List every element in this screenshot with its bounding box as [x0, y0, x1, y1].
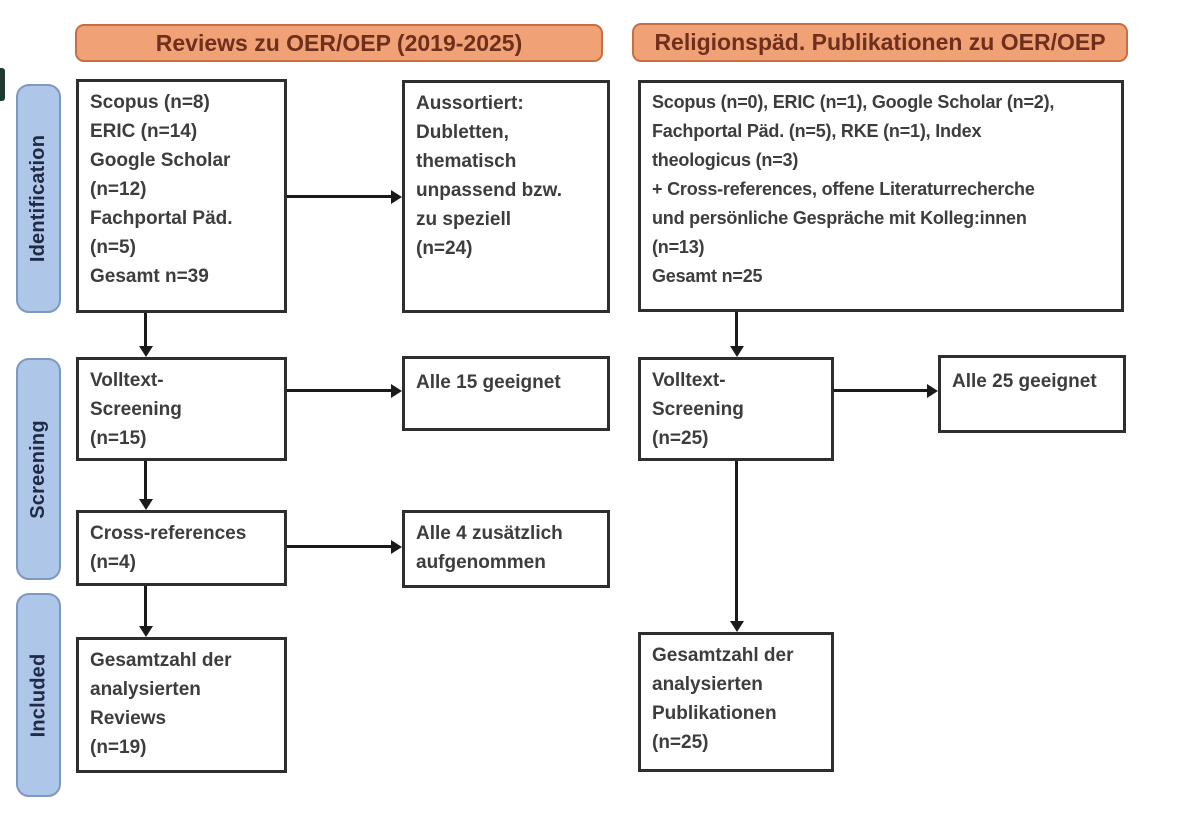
- arrow-right-fulltext-to-included: [735, 461, 738, 621]
- arrow-left-crossref-to-added: [287, 545, 391, 548]
- box-right-sources: Scopus (n=0), ERIC (n=1), Google Scholar…: [638, 80, 1124, 312]
- box-left-added: Alle 4 zusätzlich aufgenommen: [402, 510, 610, 588]
- arrow-left-fulltext-to-eligible: [287, 389, 391, 392]
- stage-label-identification-text: Identification: [27, 134, 49, 263]
- stage-label-included: Included: [16, 593, 61, 797]
- edge-artifact: [0, 68, 5, 101]
- stage-label-screening: Screening: [16, 358, 61, 580]
- box-left-eligible: Alle 15 geeignet: [402, 356, 610, 431]
- arrow-left-sources-to-excluded: [287, 195, 391, 198]
- stage-label-identification: Identification: [16, 84, 61, 313]
- stage-label-included-text: Included: [27, 653, 50, 737]
- stage-label-screening-text: Screening: [27, 419, 49, 519]
- arrow-right-fulltext-to-eligible: [834, 389, 927, 392]
- box-left-fulltext-screening: Volltext- Screening (n=15): [76, 357, 287, 461]
- box-left-sources: Scopus (n=8) ERIC (n=14) Google Scholar …: [76, 79, 287, 313]
- box-left-excluded: Aussortiert: Dubletten, thematisch unpas…: [402, 80, 610, 313]
- arrow-left-sources-to-fulltext: [144, 313, 147, 346]
- column-header-reviews: Reviews zu OER/OEP (2019-2025): [75, 24, 603, 62]
- arrow-right-sources-to-fulltext: [735, 312, 738, 346]
- arrow-left-crossref-to-included: [144, 586, 147, 626]
- box-right-included-total: Gesamtzahl der analysierten Publikatione…: [638, 632, 834, 772]
- column-header-religionspaed: Religionspäd. Publikationen zu OER/OEP: [632, 23, 1128, 62]
- box-right-eligible: Alle 25 geeignet: [938, 355, 1126, 433]
- box-left-crossreferences: Cross-references (n=4): [76, 510, 287, 586]
- box-right-fulltext-screening: Volltext- Screening (n=25): [638, 357, 834, 461]
- arrow-left-fulltext-to-crossref: [144, 461, 147, 499]
- box-left-included-total: Gesamtzahl der analysierten Reviews (n=1…: [76, 637, 287, 773]
